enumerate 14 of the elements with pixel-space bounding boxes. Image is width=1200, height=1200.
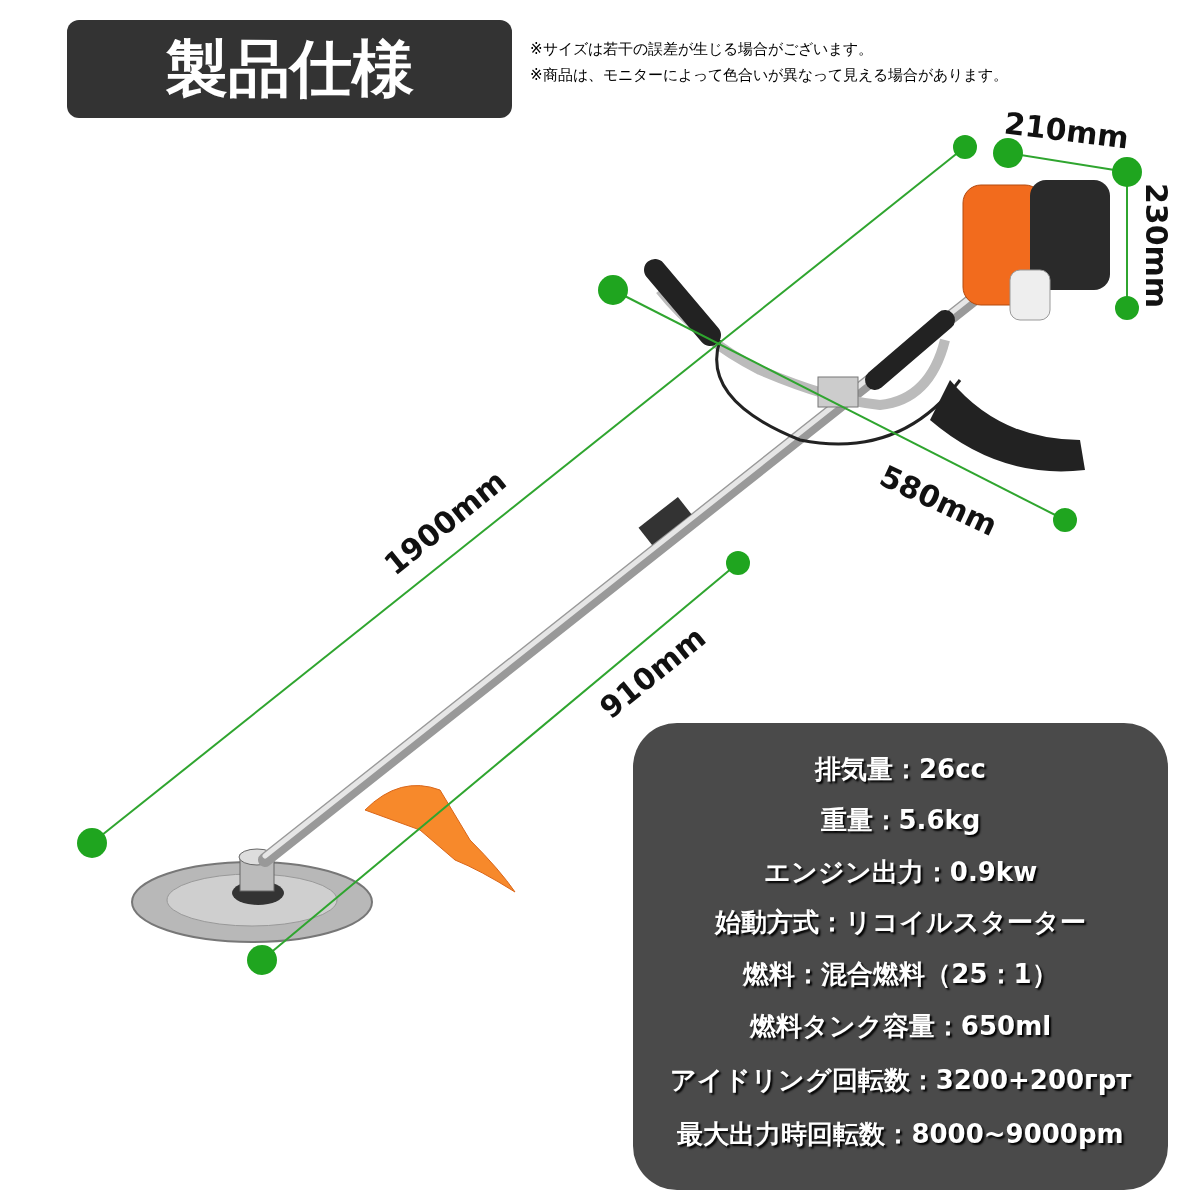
- spec-line: 最大出力時回転数：8000~9000pm: [676, 1118, 1125, 1151]
- note-text: ※商品は、モニターによって色合いが異なって見える場合があります。: [530, 66, 1008, 85]
- spec-line: 燃料：混合燃料（25：1）: [741, 958, 1059, 991]
- title-box: 製品仕様: [67, 20, 512, 118]
- dimension-label: 230mm: [1138, 182, 1174, 308]
- dimension-label: 210mm: [1001, 105, 1131, 155]
- spec-panel: [633, 723, 1168, 1190]
- spec-line: 排気量：26cc: [813, 753, 987, 786]
- spec-line: アイドリング回転数：3200+200грт: [668, 1064, 1133, 1097]
- spec-line: 重量：5.6kg: [819, 804, 982, 837]
- note-text: ※サイズは若干の誤差が生じる場合がございます。: [530, 40, 873, 59]
- spec-line: 始動方式：リコイルスターター: [713, 906, 1087, 939]
- spec-line: 燃料タンク容量：650ml: [748, 1010, 1053, 1043]
- spec-line: エンジン出力：0.9kw: [762, 856, 1039, 889]
